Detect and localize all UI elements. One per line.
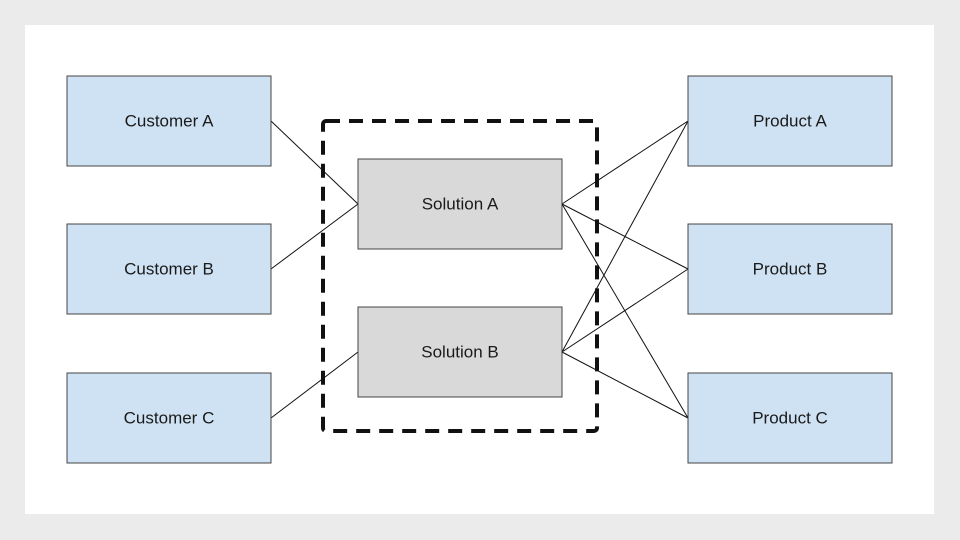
connector-solution-b-to-product-b xyxy=(561,268,689,353)
solution-a-node: Solution A xyxy=(357,158,563,250)
solution-b-box xyxy=(357,306,563,398)
product-c-label: Product C xyxy=(752,409,828,428)
solutions-boundary xyxy=(321,119,599,433)
product-c-box xyxy=(687,372,893,464)
node-group: Customer A Customer B Customer C Solution A… xyxy=(66,75,893,464)
connector-customer-c-to-solution-b xyxy=(270,351,359,419)
product-b-box xyxy=(687,223,893,315)
product-b-label: Product B xyxy=(753,260,828,279)
customer-b-label: Customer B xyxy=(124,260,214,279)
customer-c-box xyxy=(66,372,272,464)
solution-a-box xyxy=(357,158,563,250)
solution-b-label: Solution B xyxy=(421,343,499,362)
solution-b-node: Solution B xyxy=(357,306,563,398)
customer-c-label: Customer C xyxy=(124,409,215,428)
customer-b-node: Customer B xyxy=(66,223,272,315)
customer-a-label: Customer A xyxy=(125,112,214,131)
connector-group xyxy=(270,120,689,419)
connector-customer-b-to-solution-a xyxy=(270,203,359,270)
connector-customer-a-to-solution-a xyxy=(270,120,359,205)
product-a-label: Product A xyxy=(753,112,827,131)
product-c-node: Product C xyxy=(687,372,893,464)
solution-a-label: Solution A xyxy=(422,195,499,214)
customer-a-node: Customer A xyxy=(66,75,272,167)
connector-solution-b-to-product-a xyxy=(561,120,689,353)
product-a-node: Product A xyxy=(687,75,893,167)
customer-b-box xyxy=(66,223,272,315)
connector-solution-b-to-product-c xyxy=(561,351,689,419)
product-b-node: Product B xyxy=(687,223,893,315)
connector-solution-a-to-product-a xyxy=(561,120,689,205)
product-a-box xyxy=(687,75,893,167)
customer-c-node: Customer C xyxy=(66,372,272,464)
customer-a-box xyxy=(66,75,272,167)
